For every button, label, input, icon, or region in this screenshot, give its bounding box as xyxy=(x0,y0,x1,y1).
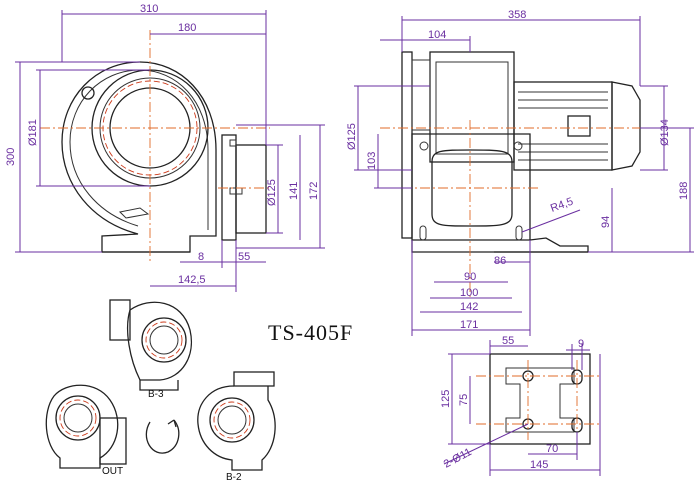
front-view: 310 180 300 Ø181 Ø125 141 172 8 55 xyxy=(5,3,325,292)
front-slot xyxy=(118,207,150,219)
dim-188-text: 188 xyxy=(678,182,690,200)
dim-125-text: Ø125 xyxy=(266,179,278,206)
front-outlet-duct xyxy=(235,144,267,234)
out-volute xyxy=(45,384,119,469)
out-inlet-inner xyxy=(63,403,93,433)
dim-180-text: 180 xyxy=(178,22,196,34)
dim-b11-text: 2-Ø11 xyxy=(442,446,474,471)
side-terminal-box xyxy=(567,115,591,137)
out-label: OUT xyxy=(102,466,123,477)
front-flange-bolt-top xyxy=(229,139,237,147)
dim-141-text: 141 xyxy=(288,182,300,200)
base-plate-cutout xyxy=(505,367,575,433)
dim-300-text: 300 xyxy=(5,148,17,166)
orientation-out: OUT xyxy=(45,384,127,477)
dim-86-text: 86 xyxy=(494,255,506,267)
dim-181-text: Ø181 xyxy=(27,119,39,146)
dim-b55-text: 55 xyxy=(502,335,514,347)
dim-r45-text: R4,5 xyxy=(549,196,575,215)
dim-b11-leader xyxy=(443,423,529,465)
out-outlet xyxy=(99,417,127,465)
base-plate-outline xyxy=(489,353,591,445)
dim-55-text: 55 xyxy=(238,251,250,263)
dim-8-text: 8 xyxy=(198,251,204,263)
dim-b125-text: 125 xyxy=(440,390,452,408)
dim-172-text: 172 xyxy=(308,182,320,200)
rotation-arc xyxy=(145,419,180,454)
side-plate-hole-tr xyxy=(513,141,523,151)
orientation-b2: B-2 xyxy=(197,371,276,483)
b2-volute xyxy=(197,385,276,471)
rotation-arrow xyxy=(145,419,180,454)
front-small-hole xyxy=(81,86,95,100)
dim-358-text: 358 xyxy=(508,9,526,21)
b2-label: B-2 xyxy=(226,472,242,483)
rotation-arrowhead xyxy=(167,419,177,428)
b3-outlet xyxy=(109,299,131,341)
dim-171-text: 171 xyxy=(460,319,478,331)
b3-inlet-inner xyxy=(149,325,179,355)
model-title: TS-405F xyxy=(268,320,353,345)
side-fan-housing xyxy=(429,51,515,163)
side-plate-slot-right xyxy=(515,225,523,241)
dim-90-text: 90 xyxy=(464,271,476,283)
b3-label: B-3 xyxy=(148,389,164,400)
side-outlet-opening xyxy=(431,149,513,227)
dim-310-text: 310 xyxy=(140,3,158,15)
dim-side125-text: Ø125 xyxy=(346,123,358,150)
b3-volute xyxy=(129,301,192,391)
side-motor-fins xyxy=(518,91,608,161)
dim-142-text: 142 xyxy=(460,301,478,313)
dim-94-text: 94 xyxy=(600,216,612,228)
side-inlet-flange xyxy=(401,51,413,239)
side-plate-hole-tl xyxy=(419,141,429,151)
dim-r45-leader xyxy=(521,209,581,233)
dim-103-text: 103 xyxy=(366,152,378,170)
dim-104-text: 104 xyxy=(428,29,446,41)
dim-b9-text: 9 xyxy=(578,338,584,350)
side-plate-slot-left xyxy=(419,225,427,241)
out-inlet-outer xyxy=(55,395,101,441)
b2-hidden xyxy=(213,401,251,439)
side-inlet-collar xyxy=(411,59,431,131)
dim-b75-text: 75 xyxy=(458,394,470,406)
b2-inlet-inner xyxy=(217,405,247,435)
side-motor-endcap xyxy=(611,81,641,171)
side-view: 358 104 Ø125 103 Ø134 188 R4,5 94 86 xyxy=(346,9,694,336)
out-hidden xyxy=(59,399,97,437)
dim-b145-text: 145 xyxy=(530,459,548,471)
b3-volute-left xyxy=(127,309,141,381)
dim-134-text: Ø134 xyxy=(659,119,671,146)
orientation-b3: B-3 xyxy=(109,299,192,400)
dim-100-text: 100 xyxy=(460,287,478,299)
b2-inlet-outer xyxy=(209,397,255,443)
side-fan-housing-inner xyxy=(435,61,509,155)
b3-inlet-outer xyxy=(141,317,187,363)
b3-hidden xyxy=(145,321,183,359)
dim-b70-text: 70 xyxy=(546,443,558,455)
b2-outlet xyxy=(233,371,275,387)
front-volute-inner xyxy=(69,69,209,230)
dim-1425-text: 142,5 xyxy=(178,274,206,286)
base-plate-view: 55 9 125 75 2-Ø11 70 145 xyxy=(440,335,601,476)
front-volute-outline xyxy=(61,61,217,253)
side-motor-body xyxy=(513,81,613,171)
